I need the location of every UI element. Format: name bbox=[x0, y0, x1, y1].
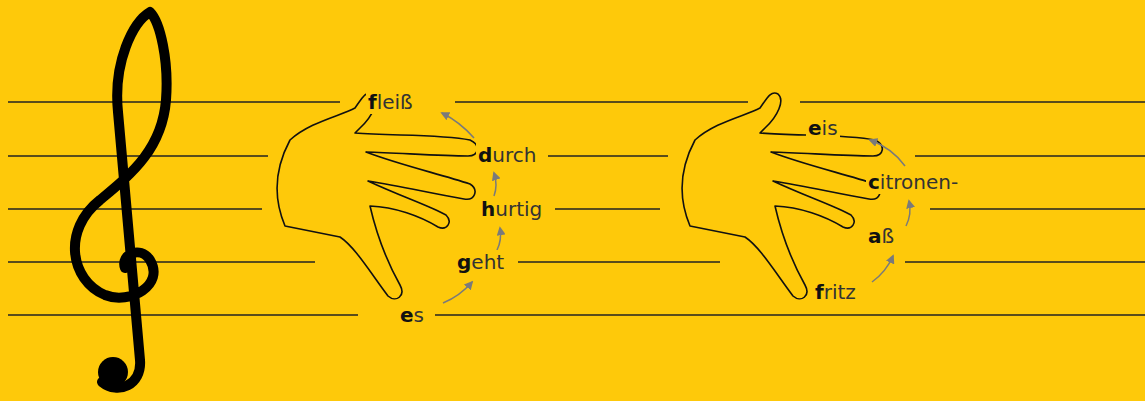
note-word: es bbox=[398, 303, 426, 327]
staff-line bbox=[548, 155, 668, 157]
sequence-arrow bbox=[494, 173, 496, 196]
staff-line bbox=[8, 261, 315, 263]
staff-line bbox=[930, 208, 1145, 210]
sequence-arrow bbox=[442, 113, 474, 138]
staff-line bbox=[8, 208, 262, 210]
sequence-arrow bbox=[443, 282, 472, 303]
treble-clef bbox=[75, 12, 167, 388]
staff-line bbox=[555, 208, 660, 210]
note-word: citronen- bbox=[866, 170, 960, 194]
staff-line bbox=[8, 101, 340, 103]
note-word: hurtig bbox=[479, 197, 544, 221]
sequence-arrow bbox=[870, 140, 905, 166]
note-word: durch bbox=[476, 143, 538, 167]
note-word: fleiß bbox=[366, 90, 415, 114]
staff-line bbox=[8, 314, 358, 316]
note-word: eis bbox=[806, 116, 840, 140]
staff-line bbox=[915, 155, 1145, 157]
staff-line bbox=[905, 261, 1145, 263]
staff-line bbox=[455, 101, 748, 103]
staff-line bbox=[800, 101, 1145, 103]
staff-line bbox=[8, 155, 268, 157]
clef-body bbox=[75, 12, 167, 388]
staff-lines bbox=[8, 102, 1145, 315]
sequence-arrows bbox=[442, 113, 910, 303]
sequence-arrow bbox=[906, 201, 910, 226]
sequence-arrow bbox=[872, 256, 893, 282]
clef-ball bbox=[98, 357, 128, 387]
staff-line bbox=[435, 314, 1145, 316]
note-word: aß bbox=[866, 224, 896, 248]
hand-outline bbox=[682, 93, 882, 299]
note-word: geht bbox=[455, 250, 506, 274]
hand-outline bbox=[277, 93, 477, 299]
sequence-arrow bbox=[497, 228, 501, 250]
hands bbox=[277, 93, 882, 299]
staff-line bbox=[518, 261, 720, 263]
note-word: fritz bbox=[813, 280, 858, 304]
